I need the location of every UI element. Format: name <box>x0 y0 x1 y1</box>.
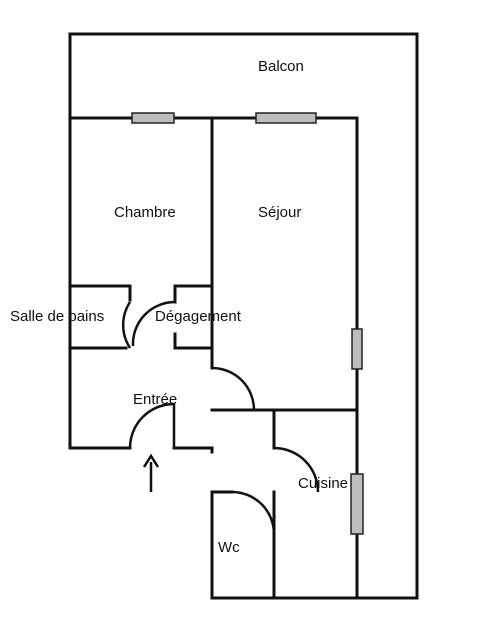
wc-door <box>231 490 276 535</box>
kitchen-window <box>350 473 364 535</box>
front-door <box>128 402 176 449</box>
arrow-up-icon <box>142 453 160 492</box>
room-label-entree: Entrée <box>133 391 177 408</box>
chambre-window <box>131 112 175 124</box>
kitchen-door <box>273 446 320 493</box>
bathroom-door <box>121 301 132 349</box>
sejour-window <box>255 112 317 124</box>
room-label-degagement: Dégagement <box>155 308 242 325</box>
hall-door <box>131 300 176 347</box>
room-label-salle-de-bains: Salle de bains <box>10 308 104 325</box>
room-label-balcon: Balcon <box>258 58 304 75</box>
outer-wall <box>68 32 419 600</box>
room-label-cuisine: Cuisine <box>298 475 348 492</box>
sejour-side-window <box>351 328 363 370</box>
hall-wall-lower <box>173 332 214 350</box>
sejour-door <box>211 366 256 411</box>
room-label-chambre: Chambre <box>114 204 176 221</box>
entree-bottom-wall-right <box>172 446 214 454</box>
room-label-wc: Wc <box>218 539 240 556</box>
room-label-sejour: Séjour <box>258 204 301 221</box>
